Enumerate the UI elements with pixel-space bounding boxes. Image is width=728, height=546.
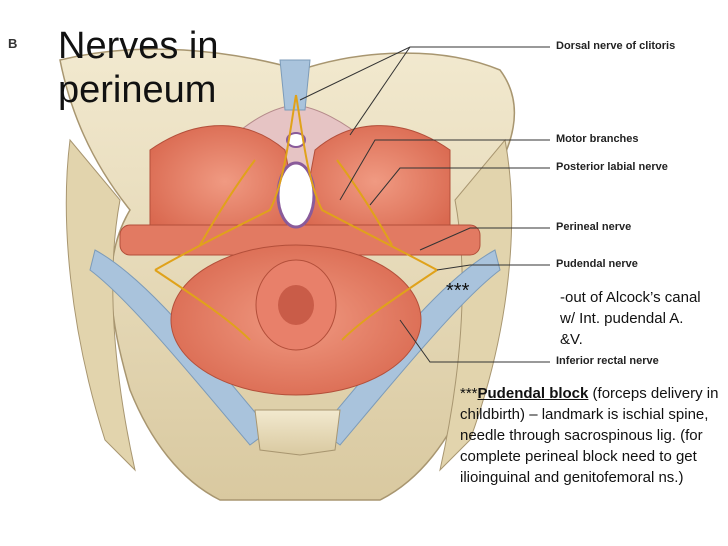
label-dorsal-nerve-of-clitoris: Dorsal nerve of clitoris: [556, 40, 676, 52]
note-text: (forceps delivery in childbirth) – landm…: [460, 385, 719, 486]
note-prefix: ***: [460, 385, 478, 402]
coccyx: [254, 409, 341, 456]
vaginal-openings: [276, 132, 316, 229]
label-posterior-labial-nerve: Posterior labial nerve: [556, 161, 668, 173]
perineal-muscles: [119, 125, 481, 396]
pudendal-block-note: ***Pudendal block (forceps delivery in c…: [460, 383, 722, 488]
title-line-2: perineum: [58, 69, 217, 111]
leader-lines: [299, 46, 550, 363]
page-title: Nerves in perineum: [58, 24, 219, 112]
label-pudendal-nerve: Pudendal nerve: [556, 258, 638, 270]
label-inferior-rectal-nerve: Inferior rectal nerve: [556, 355, 659, 367]
label-motor-branches: Motor branches: [556, 133, 639, 145]
nerve-paths: [154, 94, 438, 341]
alcock-canal-note: -out of Alcock’s canal w/ Int. pudendal …: [560, 289, 701, 348]
title-line-1: Nerves in: [58, 25, 219, 67]
panel-letter: B: [8, 36, 18, 51]
label-perineal-nerve: Perineal nerve: [556, 221, 632, 233]
note-keyword: Pudendal block: [477, 385, 589, 402]
pudendal-block-marker: ***: [446, 280, 470, 302]
